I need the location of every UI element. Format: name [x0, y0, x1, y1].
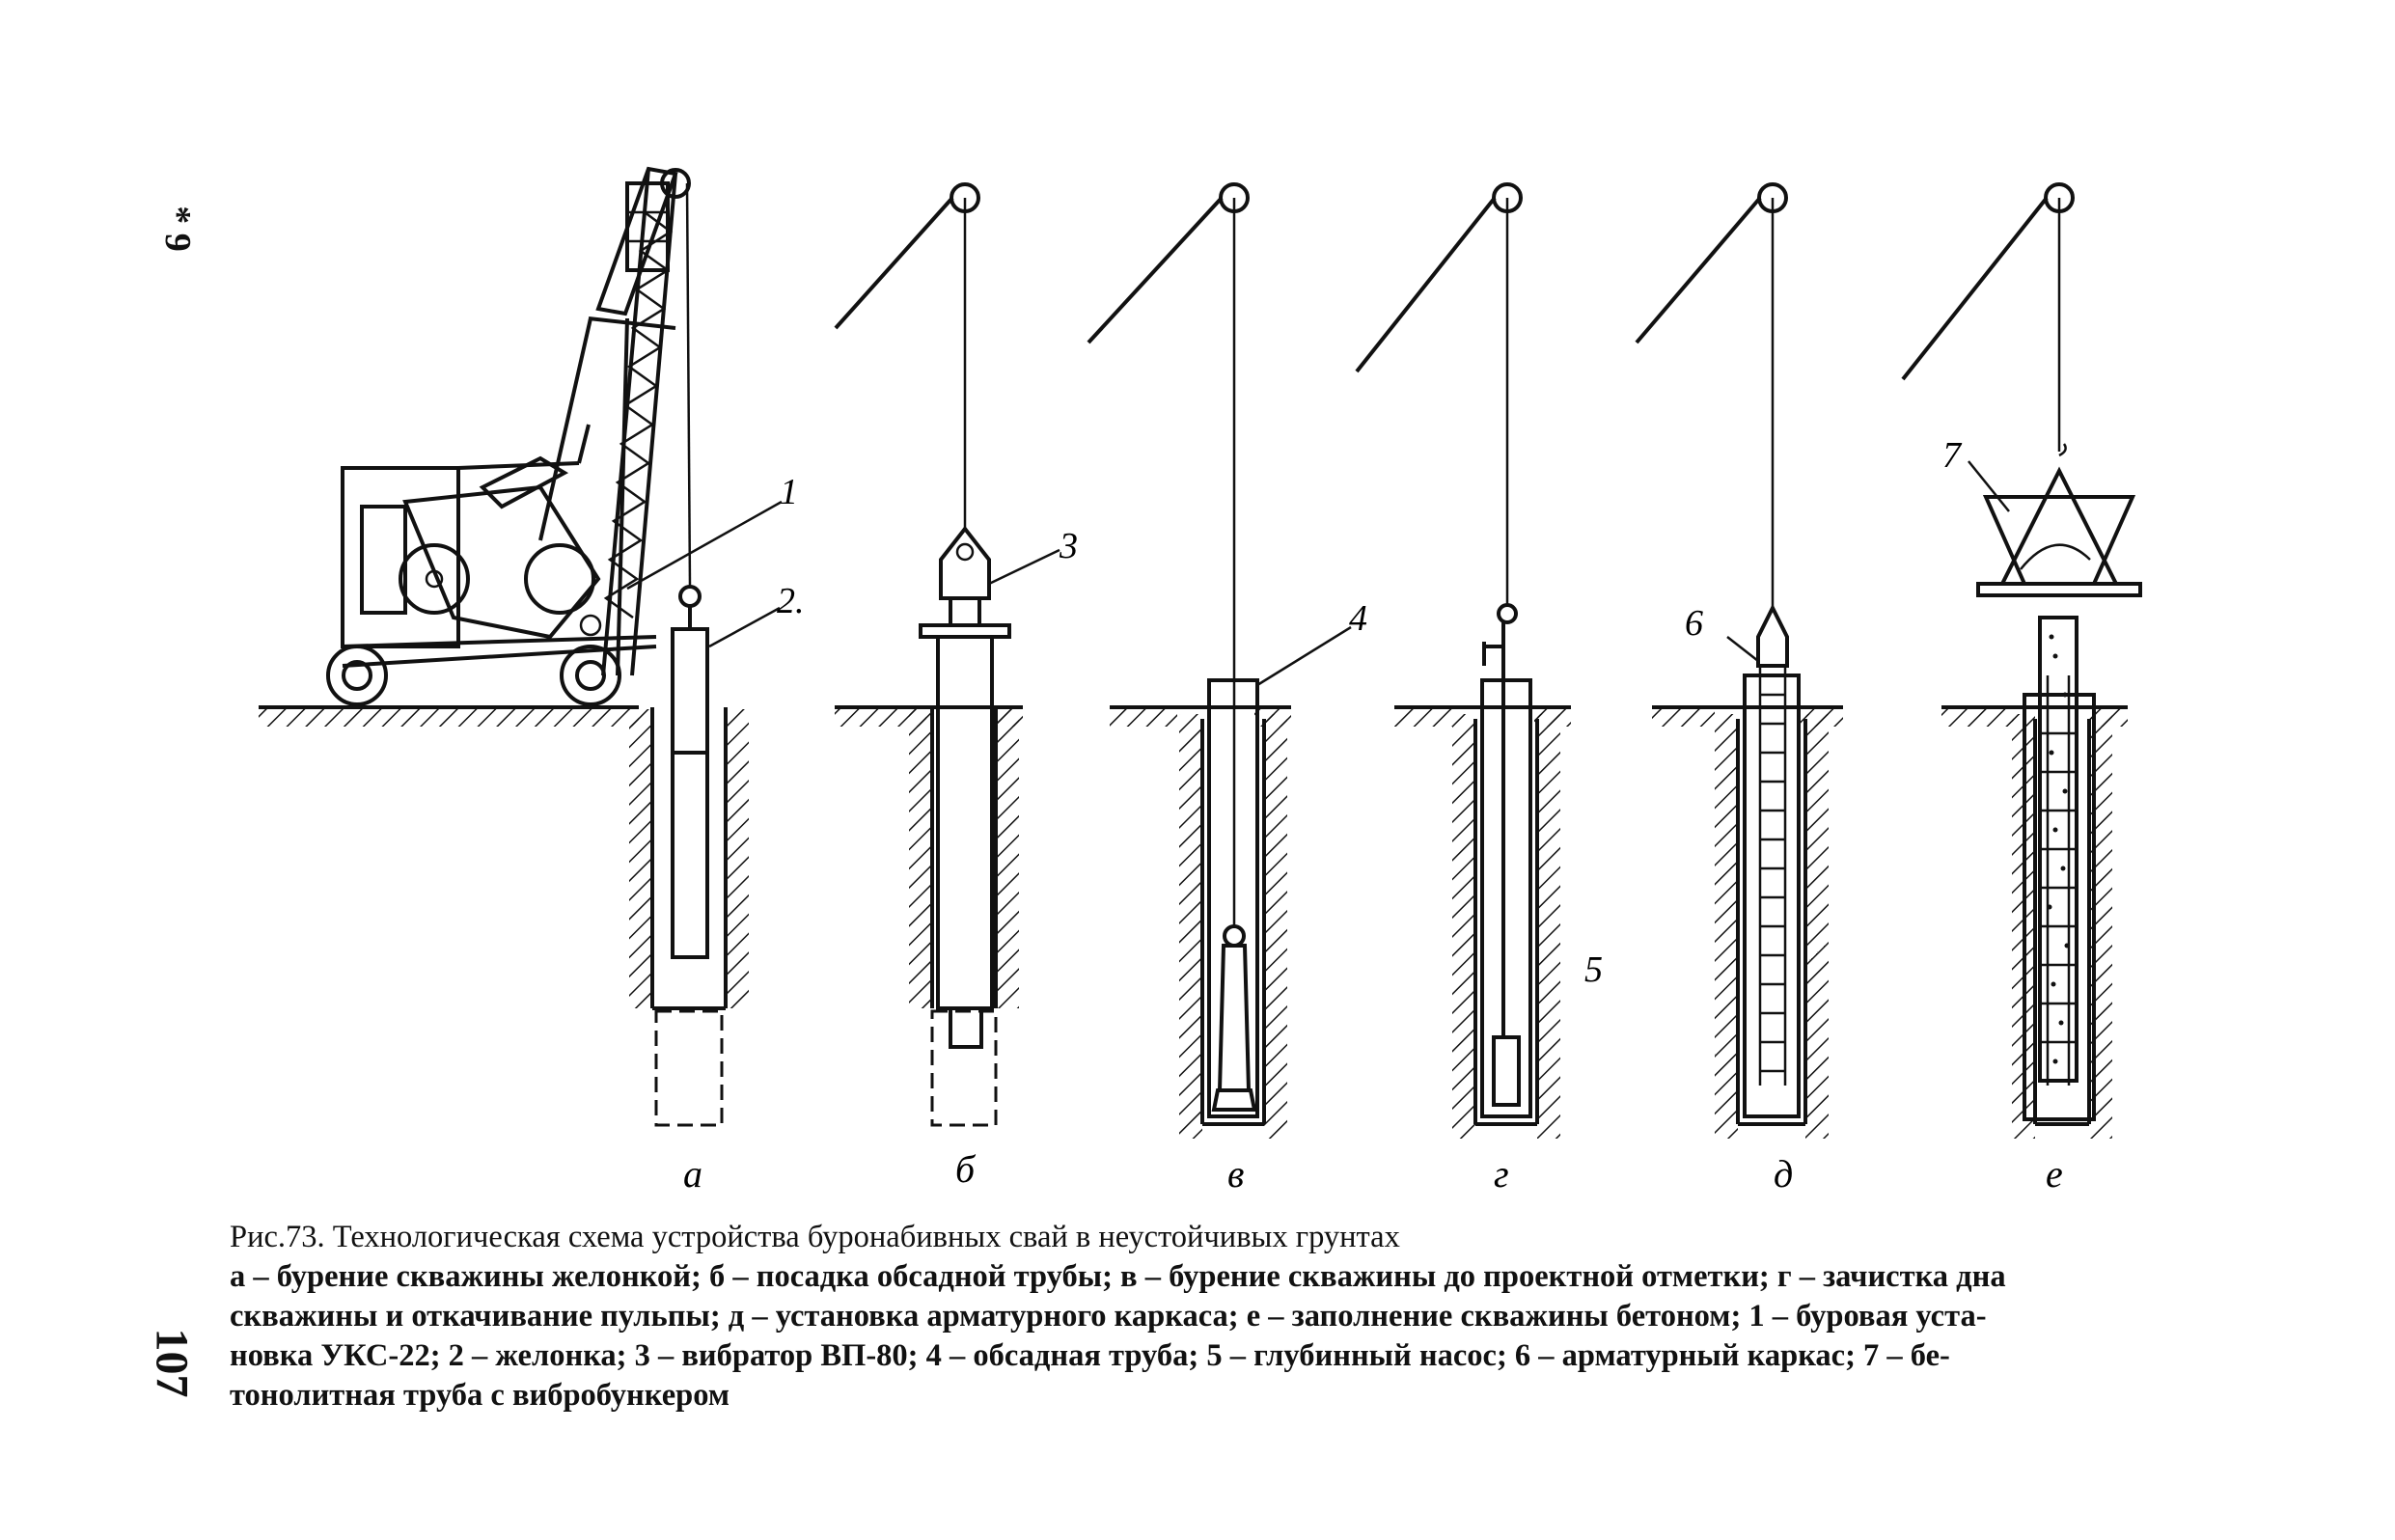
callout-6: 6 — [1685, 603, 1703, 644]
caption-title: Рис.73. Технологическая схема устройства… — [230, 1220, 1400, 1254]
stage-e-concreting — [1901, 182, 2142, 1139]
pile-technology-figure: а б в г д е 1 2. 3 4 5 6 7 — [259, 166, 2142, 1196]
stage-label-g: г — [1494, 1152, 1509, 1196]
callout-3: 3 — [1059, 526, 1078, 566]
stage-label-d: д — [1774, 1152, 1793, 1196]
stage-label-a: а — [683, 1152, 702, 1196]
stage-g-bottom-cleaning — [1355, 182, 1571, 1139]
page-number: 107 — [146, 1328, 198, 1398]
caption-line: новка УКС-22; 2 – желонка; 3 – вибратор … — [230, 1338, 1950, 1373]
stage-d-rebar-cage — [1635, 182, 1843, 1139]
caption-line: скважины и откачивание пульпы; д – устан… — [230, 1299, 1987, 1334]
caption-line: тонолитная труба с вибробункером — [230, 1378, 730, 1413]
callout-1: 1 — [780, 472, 798, 512]
callout-7: 7 — [1942, 435, 1963, 476]
caption-legend: а – бурение скважины желонкой; б – посад… — [230, 1257, 2198, 1416]
stage-label-e: е — [2046, 1152, 2063, 1196]
callout-4: 4 — [1349, 598, 1367, 639]
figure-caption: Рис.73. Технологическая схема устройства… — [230, 1218, 2198, 1416]
callout-5: 5 — [1584, 949, 1603, 990]
callout-2: 2. — [777, 581, 805, 621]
caption-line: а – бурение скважины желонкой; б – посад… — [230, 1259, 2006, 1294]
stage-label-b: б — [955, 1147, 977, 1191]
stage-b-casing-install — [834, 182, 1060, 1127]
stage-a-drilling-rig — [259, 166, 783, 1127]
stage-v-drilling-to-design-level — [1087, 182, 1352, 1139]
stage-label-v: в — [1227, 1152, 1244, 1196]
